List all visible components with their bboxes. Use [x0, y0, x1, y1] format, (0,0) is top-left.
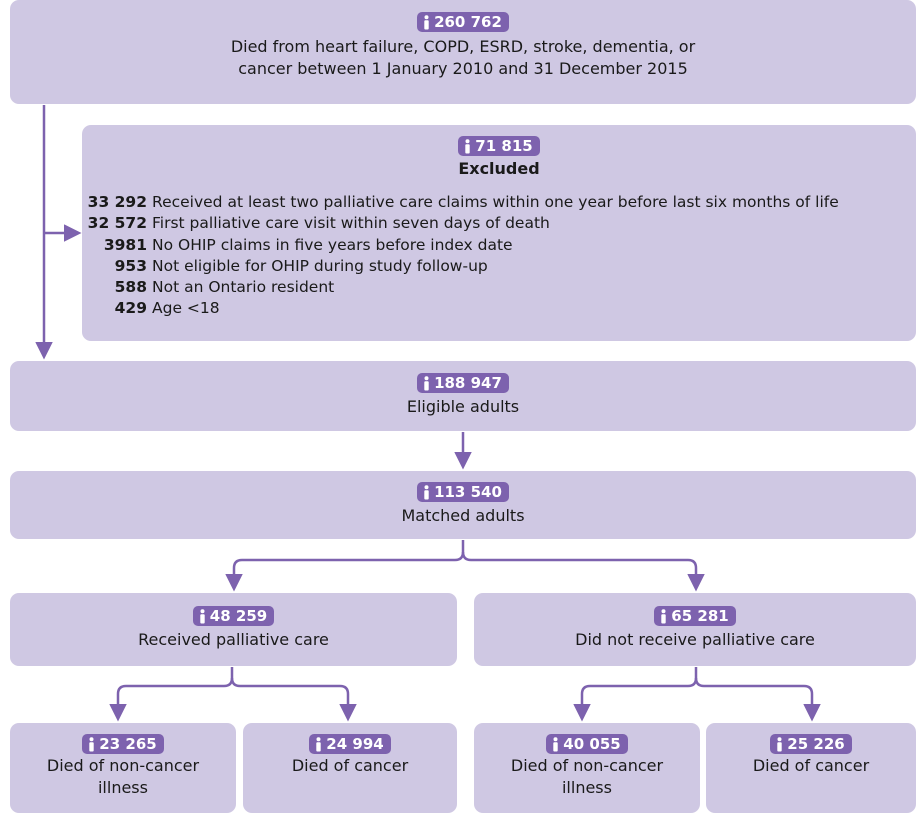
leaf-label-line-1: Died of non-cancer: [46, 756, 200, 775]
exclusion-item: 32 572 First palliative care visit withi…: [85, 213, 839, 234]
exclusion-count: 3981: [103, 235, 147, 254]
count-badge: 65 281: [654, 606, 736, 626]
population-text: Died from heart failure, COPD, ESRD, str…: [231, 36, 695, 80]
exclusion-list: 33 292 Received at least two palliative …: [85, 192, 839, 320]
matched-label: Matched adults: [401, 506, 525, 525]
count-badge: 113 540: [417, 482, 509, 502]
count-badge: 25 226: [770, 734, 852, 754]
box-received-noncancer: 23 265 Died of non-cancer illness: [10, 723, 236, 813]
count-value: 188 947: [434, 374, 502, 392]
box-not-received-palliative: 65 281 Did not receive palliative care: [474, 593, 916, 666]
leaf-label: Died of cancer: [292, 755, 408, 777]
person-icon: [465, 138, 470, 153]
person-icon: [424, 484, 429, 499]
leaf-label: Died of cancer: [753, 755, 869, 777]
exclusion-reason: First palliative care visit within seven…: [152, 214, 550, 233]
exclusion-count: 32 572: [87, 214, 147, 233]
leaf-label: Died of non-cancer illness: [47, 755, 199, 799]
count-value: 65 281: [671, 607, 729, 625]
count-value: 113 540: [434, 483, 502, 501]
leaf-label: Died of non-cancer illness: [511, 755, 663, 799]
count-badge: 71 815: [458, 136, 540, 156]
exclusion-item: 429 Age <18: [85, 298, 839, 319]
box-not-received-cancer: 25 226 Died of cancer: [706, 723, 916, 813]
exclusion-count: 429: [114, 299, 147, 318]
eligible-label: Eligible adults: [406, 397, 520, 416]
person-icon: [424, 14, 429, 29]
exclusion-item: 588 Not an Ontario resident: [85, 277, 839, 298]
excluded-title: Excluded: [458, 159, 540, 178]
count-value: 40 055: [563, 735, 621, 753]
count-badge: 23 265: [82, 734, 164, 754]
count-value: 25 226: [787, 735, 845, 753]
person-icon: [661, 608, 666, 623]
exclusion-count: 33 292: [87, 193, 147, 211]
leaf-label-line-1: Died of cancer: [291, 756, 409, 775]
person-icon: [424, 375, 429, 390]
count-value: 24 994: [326, 735, 384, 753]
exclusion-reason: Not an Ontario resident: [152, 278, 335, 297]
exclusion-item: 953 Not eligible for OHIP during study f…: [85, 256, 839, 277]
exclusion-reason: Age <18: [152, 299, 220, 318]
exclusion-item: 3981 No OHIP claims in five years before…: [85, 235, 839, 256]
leaf-label-line-2: illness: [97, 778, 148, 797]
box-received-palliative: 48 259 Received palliative care: [10, 593, 457, 666]
not-received-label: Did not receive palliative care: [575, 630, 815, 649]
person-icon: [777, 736, 782, 751]
box-excluded: 71 815 Excluded 33 292 Received at least…: [82, 125, 916, 341]
count-badge: 188 947: [417, 373, 509, 393]
box-not-received-noncancer: 40 055 Died of non-cancer illness: [474, 723, 700, 813]
exclusion-item: 33 292 Received at least two palliative …: [85, 192, 839, 213]
exclusion-reason: Received at least two palliative care cl…: [152, 193, 839, 211]
box-matched: 113 540 Matched adults: [10, 471, 916, 539]
count-badge: 24 994: [309, 734, 391, 754]
count-value: 71 815: [475, 137, 533, 155]
count-value: 48 259: [209, 607, 268, 625]
person-icon: [89, 736, 94, 751]
leaf-label-line-1: Died of cancer: [752, 756, 870, 775]
box-received-cancer: 24 994 Died of cancer: [243, 723, 457, 813]
leaf-label-line-2: illness: [561, 778, 612, 797]
person-icon: [316, 736, 321, 751]
exclusion-reason: No OHIP claims in five years before inde…: [152, 235, 513, 254]
exclusion-reason: Not eligible for OHIP during study follo…: [152, 256, 488, 275]
box-eligible: 188 947 Eligible adults: [10, 361, 916, 431]
count-badge: 260 762: [417, 12, 509, 32]
population-line-2: cancer between 1 January 2010 and 31 Dec…: [238, 59, 688, 78]
count-badge: 40 055: [546, 734, 628, 754]
count-value: 260 762: [434, 13, 502, 31]
received-label: Received palliative care: [138, 630, 329, 649]
count-badge: 48 259: [192, 606, 275, 626]
person-icon: [553, 736, 558, 751]
count-value: 23 265: [99, 735, 157, 753]
person-icon: [200, 608, 205, 623]
population-line-1: Died from heart failure, COPD, ESRD, str…: [230, 37, 696, 56]
box-population: 260 762 Died from heart failure, COPD, E…: [10, 0, 916, 104]
leaf-label-line-1: Died of non-cancer: [510, 756, 664, 775]
exclusion-count: 953: [114, 256, 147, 275]
exclusion-count: 588: [114, 278, 147, 297]
